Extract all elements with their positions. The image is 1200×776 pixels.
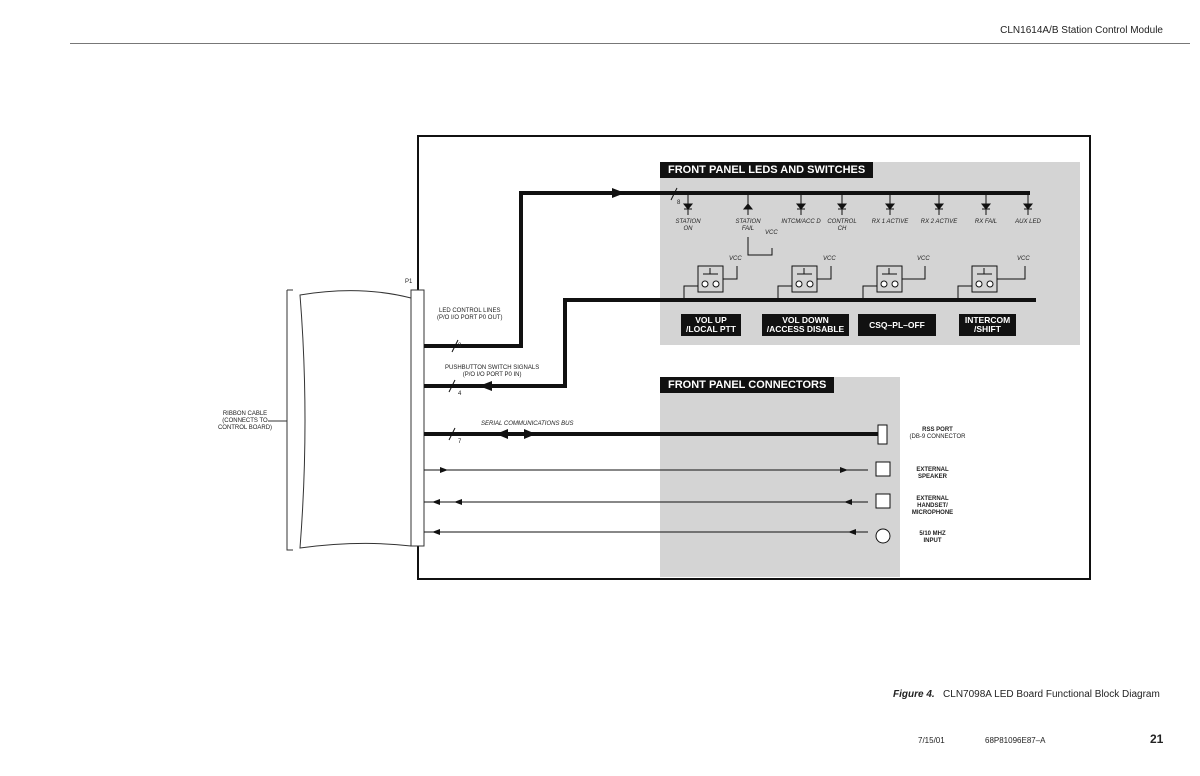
ribbon-label-line: RIBBON CABLE (222, 411, 268, 417)
led-icon (980, 193, 992, 215)
label-line: PUSHBUTTON SWITCH SIGNALS (445, 365, 540, 371)
front-panel-button[interactable]: CSQ–PL–OFF (858, 314, 936, 336)
led-label: RX 2 ACTIVE (914, 219, 964, 226)
front-panel-button[interactable]: VOL DOWN/ACCESS DISABLE (762, 314, 849, 336)
led-label-line: RX 1 ACTIVE (871, 219, 909, 225)
pushbutton-signals-label: PUSHBUTTON SWITCH SIGNALS (P/O I/O PORT … (445, 365, 539, 379)
connector-label-line: INPUT (923, 538, 942, 544)
led-icon (884, 193, 896, 215)
led-bus-count: 8 (677, 200, 681, 206)
led-label-line: CONTROL (827, 219, 857, 225)
connector-label-line: EXTERNAL (916, 467, 949, 473)
led-label-line: CH (837, 226, 847, 232)
led-control-lines-label: LED CONTROL LINES (P/O I/O PORT P0 OUT) (437, 308, 502, 322)
button-label: /ACCESS DISABLE (766, 324, 845, 334)
led-label-line: ON (683, 226, 693, 232)
running-header: CLN1614A/B Station Control Module (1000, 25, 1163, 36)
led-label-line: AUX LED (1015, 219, 1041, 225)
connector-label-line: EXTERNAL (916, 496, 949, 502)
led-label-line: STATION (735, 219, 761, 225)
front-panel-button[interactable]: VOL UP/LOCAL PTT (681, 314, 741, 336)
switch-contact-icon (806, 280, 814, 288)
vcc-label: VCC (1017, 256, 1030, 262)
led-label-line: FAIL (741, 226, 755, 232)
switch-contact-icon (795, 280, 803, 288)
label-line: (P/O I/O PORT P0 OUT) (437, 315, 503, 321)
pushbutton-switch-icon (957, 265, 1026, 300)
button-label: VOL UP (695, 315, 727, 325)
switch-contact-icon (975, 280, 983, 288)
page-number: 21 (1150, 732, 1164, 746)
connector-label-line: HANDSET/ (917, 503, 948, 509)
footer-doc-number: 68P81096E87–A (985, 736, 1046, 745)
serial-bus-label: SERIAL COMMUNICATIONS BUS (481, 421, 574, 427)
led-label: RX 1 ACTIVE (865, 219, 915, 226)
connector-label-line: RSS PORT (922, 427, 953, 433)
button-label: VOL DOWN (782, 315, 829, 325)
button-label: INTERCOM (964, 315, 1011, 325)
connector-label-line: (DB-9 CONNECTOR (909, 434, 966, 440)
led-icon (682, 193, 694, 215)
ribbon-cable-label: RIBBON CABLE (CONNECTS TO CONTROL BOARD) (215, 411, 275, 432)
header-rule (70, 43, 1190, 44)
led-label-line: INTCM/ACC D (781, 219, 821, 225)
led-icon (742, 193, 754, 215)
ribbon-label-line: (CONNECTS TO (222, 418, 268, 424)
button-label: /SHIFT (974, 324, 1001, 334)
switch-contact-icon (880, 280, 888, 288)
connector-label-line: MICROPHONE (911, 510, 954, 516)
led-label-line: RX 2 ACTIVE (920, 219, 958, 225)
button-label: /LOCAL PTT (686, 324, 736, 334)
figure-caption: Figure 4. CLN7098A LED Board Functional … (893, 689, 1160, 700)
serial-bus-count: 7 (458, 439, 462, 445)
vcc-label: VCC (823, 256, 836, 262)
leds-panel-title: FRONT PANEL LEDS AND SWITCHES (660, 162, 874, 178)
ribbon-label-line: CONTROL BOARD) (217, 425, 273, 431)
switch-contact-icon (701, 280, 709, 288)
led-icon (795, 193, 807, 215)
figure-number: Figure 4. (893, 689, 935, 700)
led-label-line: RX FAIL (974, 219, 998, 225)
vcc-label: VCC (917, 256, 930, 262)
figure-title: CLN7098A LED Board Functional Block Diag… (943, 689, 1160, 700)
label-line: LED CONTROL LINES (439, 308, 501, 314)
connectors-panel (660, 377, 900, 577)
led-icon (836, 193, 848, 215)
front-panel-button[interactable]: INTERCOM/SHIFT (959, 314, 1016, 336)
switch-contact-icon (986, 280, 994, 288)
led-label: RX FAIL (961, 219, 1011, 226)
label-line: (P/O I/O PORT P0 IN) (462, 372, 522, 378)
connector-label-line: 5/10 MHZ (919, 531, 946, 537)
pushbutton-switch-icon (862, 265, 926, 300)
connector-label: RSS PORT(DB-9 CONNECTOR (905, 427, 970, 441)
vcc-label: VCC (765, 230, 778, 236)
switch-contact-icon (712, 280, 720, 288)
connector-p1-label: P1 (405, 279, 413, 285)
led-label-line: STATION (675, 219, 701, 225)
button-label: CSQ–PL–OFF (869, 319, 925, 330)
led-icon (933, 193, 945, 215)
vcc-label: VCC (729, 256, 742, 262)
pushbutton-switch-icon (683, 265, 738, 300)
led-lines-count: 8 (458, 343, 462, 349)
pushbutton-switch-icon (777, 265, 832, 300)
led-icon (1022, 193, 1034, 215)
switch-lines-count: 4 (458, 391, 462, 397)
led-label: AUX LED (1003, 219, 1053, 226)
led-label: INTCM/ACC D (776, 219, 826, 226)
connector-label-line: SPEAKER (917, 474, 947, 480)
footer-date: 7/15/01 (918, 736, 945, 745)
connectors-panel-title: FRONT PANEL CONNECTORS (660, 377, 835, 393)
switch-contact-icon (891, 280, 899, 288)
